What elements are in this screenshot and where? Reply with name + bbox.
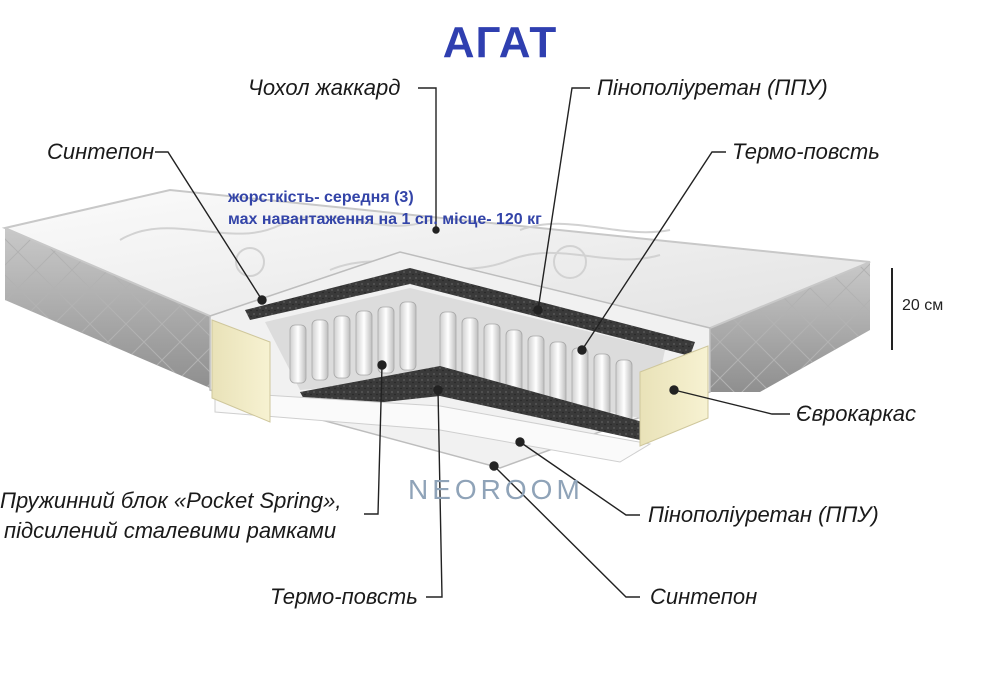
bottom-ppu-layer (214, 391, 652, 463)
label-eurocarcass: Єврокаркас (796, 401, 917, 426)
max-load-spec: мах навантаження на 1 сп. місце- 120 кг (228, 211, 542, 228)
hardness-spec: жорсткість- середня (3) (228, 189, 414, 206)
leader-ppu-bottom-dot (515, 437, 525, 447)
bottom-felt-layer (300, 366, 650, 440)
leader-sintepon-bottom-dot (489, 461, 499, 471)
leader-lines (155, 87, 790, 598)
eurocarcass-left-block (211, 319, 271, 423)
leader-ppu-top (537, 87, 590, 311)
leader-sintepon-bottom (493, 465, 640, 598)
label-spring-line1: Пружинний блок «Pocket Spring», (0, 488, 342, 513)
top-cover-pattern (119, 215, 671, 279)
label-cover: Чохол жаккард (248, 75, 401, 100)
label-sintepon-top: Синтепон (47, 139, 155, 164)
leader-spring-dot (377, 360, 387, 370)
eurocarcass-right-block (639, 345, 709, 447)
leader-spring (364, 364, 383, 515)
mattress-side-left (5, 228, 210, 388)
height-dimension-label: 20 см (902, 297, 944, 314)
label-thermo-felt-top: Термо-повсть (732, 139, 880, 164)
pocket-springs (289, 301, 633, 427)
leader-sintepon-top-dot (257, 295, 267, 305)
label-spring-line2: підсилений сталевими рамками (4, 518, 337, 543)
leader-cover-dot (432, 226, 440, 234)
label-ppu-top: Пінополіуретан (ППУ) (597, 75, 828, 100)
leader-eurocarcass-dot (669, 385, 679, 395)
leader-sintepon-top (155, 151, 263, 301)
leader-thermo-felt-top-dot (577, 345, 587, 355)
mattress-top-cover (1, 188, 871, 330)
leader-thermo-felt-bottom-dot (433, 385, 443, 395)
leader-cover (418, 87, 437, 230)
brand-watermark: NEOROOM (408, 474, 584, 505)
product-title: АГАТ (442, 18, 558, 67)
leader-thermo-felt-top (581, 151, 726, 351)
mattress-side-right (710, 262, 870, 392)
label-ppu-bottom: Пінополіуретан (ППУ) (648, 502, 879, 527)
top-felt-layer (245, 268, 695, 356)
label-thermo-felt-bottom: Термо-повсть (270, 584, 418, 609)
leader-ppu-top-dot (533, 305, 543, 315)
leader-ppu-bottom (519, 441, 640, 516)
leader-eurocarcass (673, 389, 790, 415)
label-sintepon-bottom: Синтепон (650, 584, 758, 609)
leader-thermo-felt-bottom (426, 389, 443, 598)
